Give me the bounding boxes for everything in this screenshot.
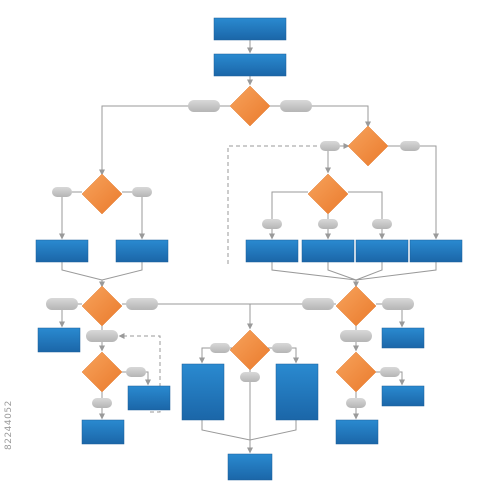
pill — [320, 141, 340, 151]
pill — [52, 187, 72, 197]
pill — [188, 100, 220, 112]
pill — [240, 372, 260, 382]
connector-pills — [46, 100, 420, 408]
decision-left-mid — [81, 285, 123, 327]
pill — [126, 298, 158, 310]
decision-top — [229, 85, 271, 127]
pill — [210, 343, 230, 353]
decision-left — [81, 173, 123, 215]
process-box-center-right — [275, 363, 319, 421]
process-box-right-c — [355, 239, 409, 263]
pill — [92, 398, 112, 408]
pill — [380, 367, 400, 377]
pill — [372, 219, 392, 229]
decision-diamonds — [81, 85, 389, 393]
process-box-right-b — [301, 239, 355, 263]
pill — [86, 330, 118, 342]
decision-center — [229, 329, 271, 371]
pill — [126, 367, 146, 377]
pill — [280, 100, 312, 112]
process-box-mid-right — [381, 327, 425, 349]
process-box-lower-left-b — [81, 419, 125, 445]
stock-id-text: 82244052 — [4, 400, 14, 450]
pill — [400, 141, 420, 151]
process-box-right-a — [245, 239, 299, 263]
decision-right-upper — [347, 125, 389, 167]
process-boxes — [35, 17, 463, 481]
pill — [132, 187, 152, 197]
process-box-top-2 — [213, 53, 287, 77]
pill — [318, 219, 338, 229]
pill — [262, 219, 282, 229]
decision-lower-right — [335, 351, 377, 393]
pill — [272, 343, 292, 353]
process-box-mid-left — [37, 327, 81, 353]
process-box-bottom — [227, 453, 273, 481]
pill — [46, 298, 78, 310]
process-box-lower-right-b — [335, 419, 379, 445]
decision-right-low — [335, 285, 377, 327]
process-box-top-1 — [213, 17, 287, 41]
process-box-center-left — [181, 363, 225, 421]
decision-lower-left — [81, 351, 123, 393]
process-box-right-d — [409, 239, 463, 263]
process-box-left-a — [35, 239, 89, 263]
process-box-lower-left-a — [127, 385, 171, 411]
process-box-left-b — [115, 239, 169, 263]
pill — [302, 298, 334, 310]
decision-right-mid — [307, 173, 349, 215]
pill — [382, 298, 414, 310]
process-box-lower-right-a — [381, 385, 425, 407]
pill — [340, 330, 372, 342]
pill — [346, 398, 366, 408]
